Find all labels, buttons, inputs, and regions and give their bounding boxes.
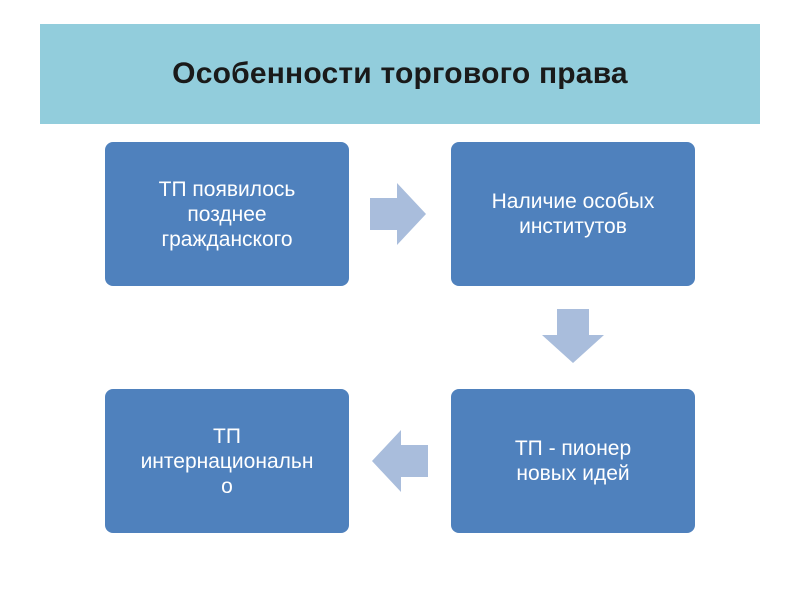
process-box-4: ТП интернациональн о bbox=[105, 389, 349, 533]
page-title: Особенности торгового права bbox=[172, 57, 628, 90]
arrow-down-icon bbox=[542, 309, 604, 363]
process-box-2: Наличие особых институтов bbox=[451, 142, 695, 286]
process-box-3-label: ТП - пионер новых идей bbox=[514, 437, 632, 485]
process-box-1-label: ТП появилось позднее гражданского bbox=[158, 177, 296, 251]
arrow-right-icon bbox=[370, 183, 426, 245]
process-box-2-label: Наличие особых институтов bbox=[491, 190, 655, 238]
process-box-1: ТП появилось позднее гражданского bbox=[105, 142, 349, 286]
title-banner: Особенности торгового права bbox=[40, 24, 760, 124]
process-box-4-label: ТП интернациональн о bbox=[140, 424, 314, 498]
process-box-3: ТП - пионер новых идей bbox=[451, 389, 695, 533]
arrow-left-icon bbox=[372, 430, 428, 492]
